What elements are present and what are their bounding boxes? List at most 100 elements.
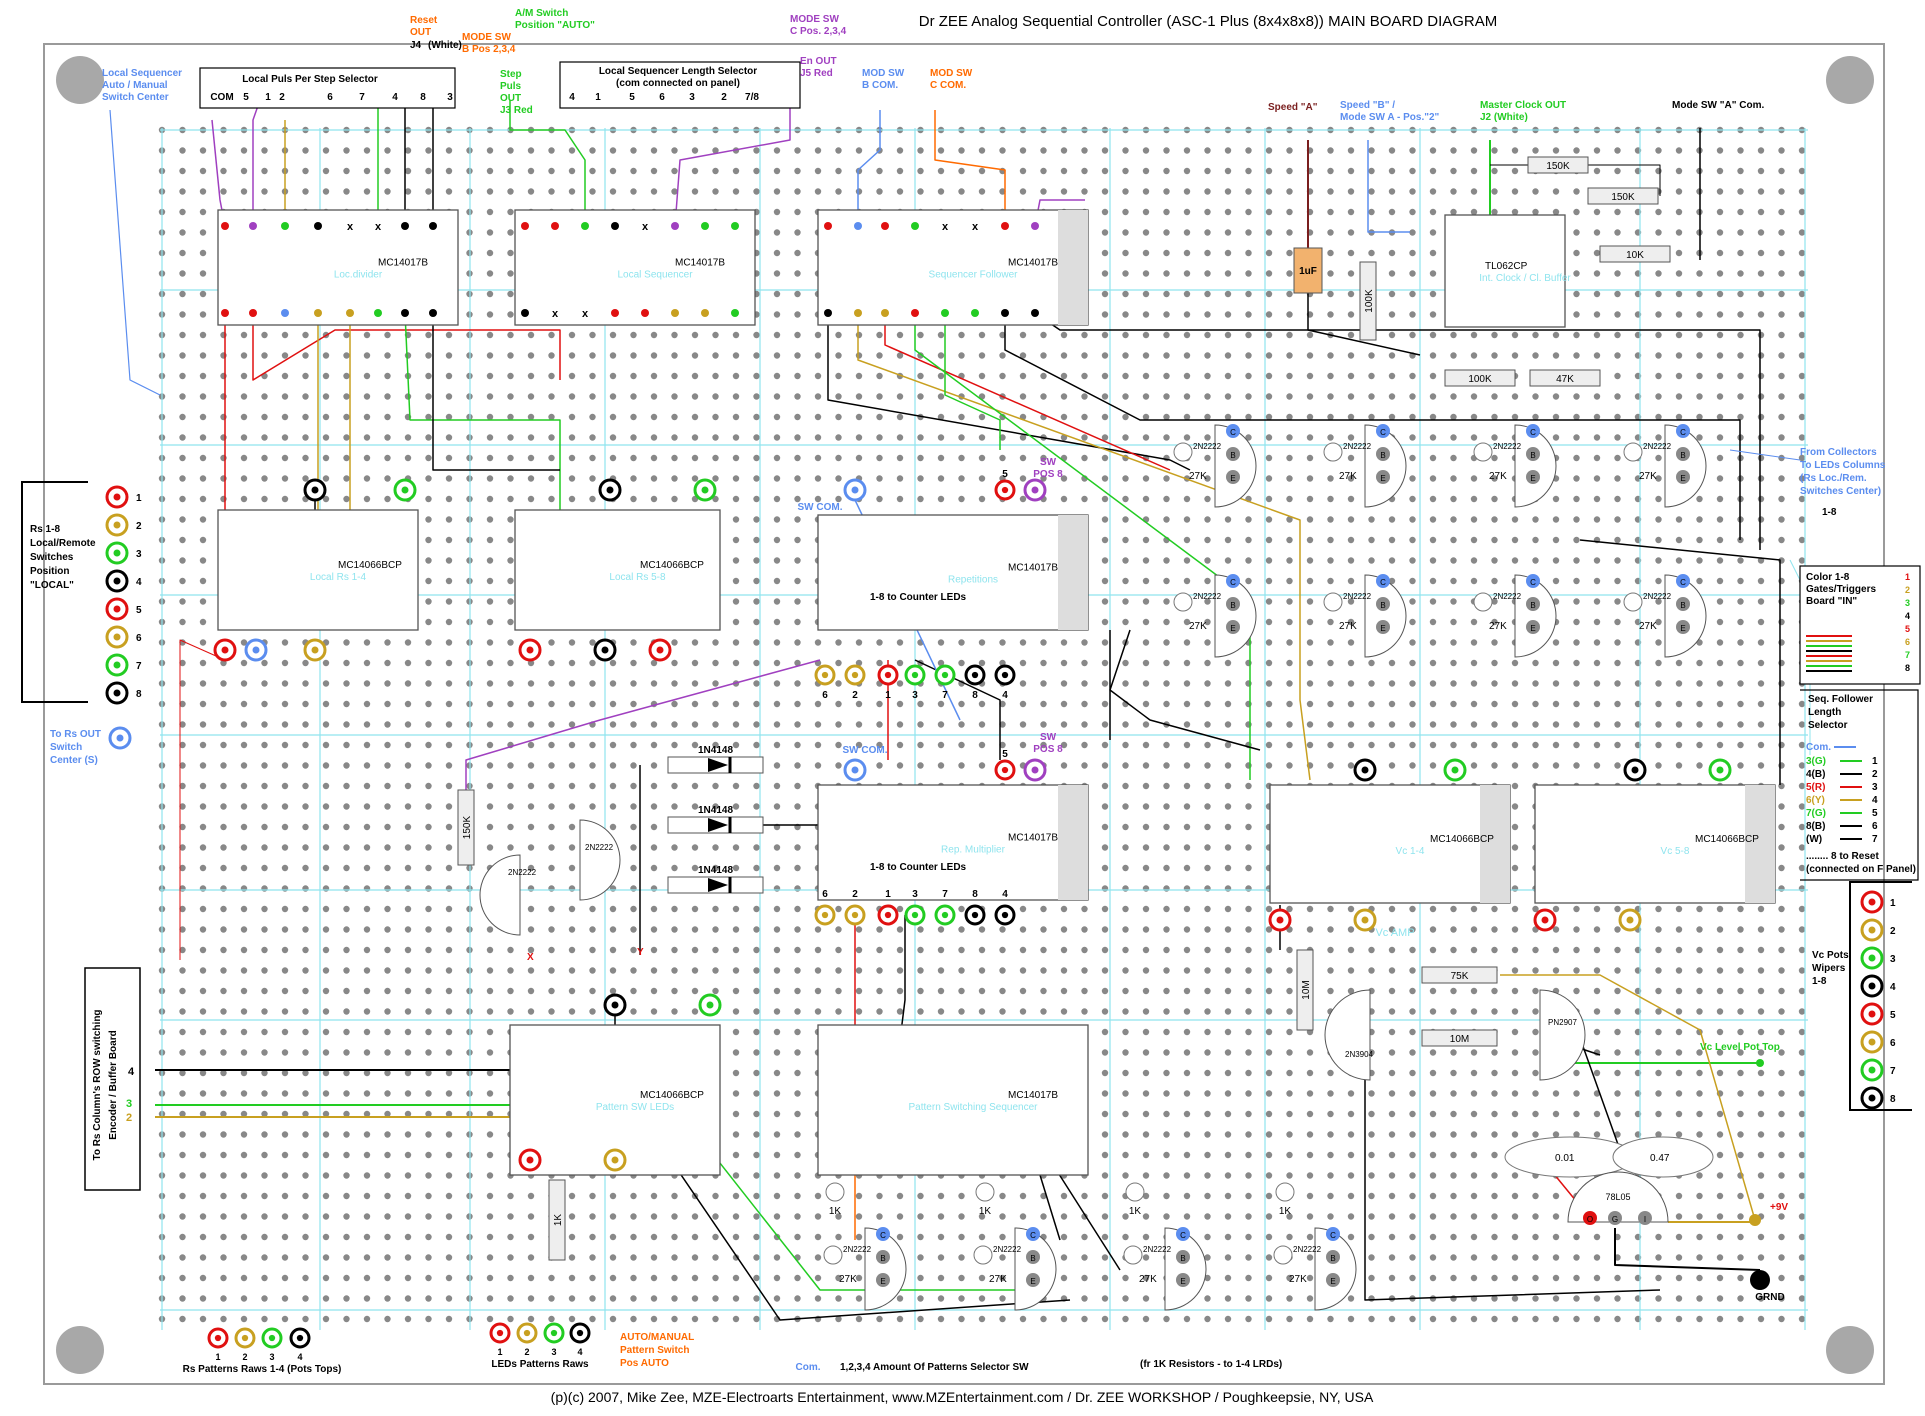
hole bbox=[1737, 331, 1744, 339]
wire bbox=[1588, 164, 1661, 196]
resistor-pad bbox=[1173, 442, 1193, 462]
hole bbox=[1552, 1295, 1560, 1302]
hole bbox=[978, 1274, 986, 1282]
wire bbox=[674, 100, 791, 227]
hole bbox=[1511, 352, 1519, 359]
hole bbox=[1163, 844, 1170, 851]
hole bbox=[630, 495, 637, 503]
hole bbox=[650, 680, 658, 687]
jack-center bbox=[311, 486, 319, 494]
hole bbox=[1552, 721, 1560, 728]
hole bbox=[404, 1090, 412, 1097]
hole bbox=[958, 1233, 965, 1241]
hole bbox=[1101, 536, 1109, 544]
hole bbox=[1060, 987, 1068, 995]
hole bbox=[958, 1008, 965, 1015]
hole bbox=[1614, 454, 1621, 462]
hole bbox=[1532, 905, 1539, 913]
hole bbox=[589, 987, 596, 995]
hole bbox=[261, 1069, 268, 1077]
hole bbox=[1655, 352, 1662, 359]
hole bbox=[384, 1069, 391, 1077]
hole bbox=[220, 926, 227, 933]
hole bbox=[773, 557, 781, 564]
hole bbox=[753, 864, 760, 872]
hole bbox=[1778, 454, 1785, 462]
hole bbox=[1224, 1131, 1232, 1138]
hole bbox=[1429, 1233, 1437, 1241]
hole bbox=[1265, 1090, 1273, 1097]
hole bbox=[650, 393, 658, 400]
hole bbox=[1778, 352, 1785, 359]
hole bbox=[1798, 1090, 1806, 1097]
hole bbox=[302, 147, 309, 154]
hole bbox=[794, 331, 801, 339]
hole bbox=[1696, 987, 1703, 995]
hole bbox=[240, 1274, 248, 1282]
hole bbox=[1163, 946, 1170, 954]
hole bbox=[1327, 147, 1334, 154]
hole bbox=[1757, 536, 1765, 544]
hole bbox=[322, 167, 330, 175]
hole bbox=[732, 1028, 740, 1036]
hole bbox=[1060, 659, 1068, 667]
hole bbox=[240, 1028, 248, 1036]
hole bbox=[548, 926, 555, 933]
hole bbox=[814, 762, 822, 769]
hole bbox=[1737, 680, 1744, 687]
hole bbox=[999, 1254, 1006, 1261]
hole bbox=[1204, 372, 1211, 380]
hole bbox=[589, 1008, 596, 1015]
hole bbox=[732, 598, 740, 605]
hole bbox=[773, 885, 781, 892]
hole bbox=[1204, 1172, 1211, 1179]
hole bbox=[486, 1090, 494, 1097]
hole bbox=[1388, 516, 1396, 523]
hole bbox=[199, 1254, 207, 1261]
hole bbox=[486, 1213, 494, 1220]
hole bbox=[486, 618, 494, 626]
hole bbox=[1675, 1008, 1683, 1015]
hole bbox=[1204, 782, 1211, 790]
hole bbox=[732, 1049, 740, 1056]
hole bbox=[589, 372, 596, 380]
hole bbox=[876, 926, 883, 933]
hole bbox=[958, 639, 965, 646]
hole bbox=[753, 188, 760, 195]
hole bbox=[1737, 1233, 1744, 1241]
hole bbox=[1101, 290, 1109, 298]
hole bbox=[1737, 598, 1744, 605]
hole bbox=[199, 516, 207, 523]
hole bbox=[1737, 1254, 1744, 1261]
hole bbox=[1265, 557, 1273, 564]
hole bbox=[384, 762, 391, 769]
hole bbox=[589, 1233, 596, 1241]
hole bbox=[179, 270, 186, 277]
hole bbox=[1327, 1192, 1334, 1200]
hole bbox=[1757, 167, 1765, 175]
hole bbox=[261, 1110, 268, 1118]
hole bbox=[1019, 1315, 1027, 1323]
hole bbox=[1675, 516, 1683, 523]
hole bbox=[1716, 1151, 1724, 1159]
hole bbox=[1265, 762, 1273, 769]
hole bbox=[1450, 1008, 1457, 1015]
hole bbox=[1183, 1028, 1191, 1036]
hole bbox=[1122, 1151, 1129, 1159]
hole bbox=[1552, 967, 1560, 974]
hole bbox=[1470, 1131, 1478, 1138]
hole bbox=[548, 475, 555, 482]
hole bbox=[753, 1090, 760, 1097]
hole bbox=[1798, 1049, 1806, 1056]
hole bbox=[363, 1315, 371, 1323]
hole bbox=[1675, 905, 1683, 913]
hole bbox=[1224, 1192, 1232, 1200]
hole bbox=[1245, 1315, 1252, 1323]
wire bbox=[1729, 449, 1801, 461]
hole bbox=[1409, 1110, 1416, 1118]
hole bbox=[1778, 393, 1785, 400]
hole bbox=[363, 1069, 371, 1077]
hole bbox=[1409, 659, 1416, 667]
hole bbox=[363, 413, 371, 421]
hole bbox=[753, 167, 760, 175]
